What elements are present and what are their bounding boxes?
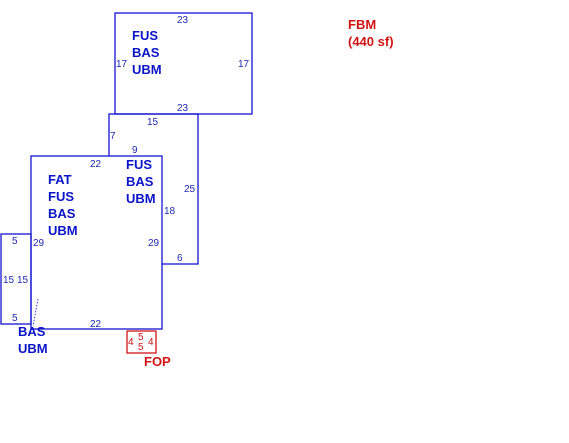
main-section-dim-bottom: 22 — [90, 319, 102, 330]
middle-section-label-3: UBM — [126, 191, 156, 206]
left-section-outline — [0, 233, 32, 325]
middle-section-dim-right: 25 — [184, 184, 196, 195]
porch-dim-right: 4 — [148, 337, 154, 348]
left-section-dim-bottom: 5 — [12, 313, 18, 324]
top-section-label-2: BAS — [132, 45, 160, 60]
middle-section-label-2: BAS — [126, 174, 154, 189]
porch-dim-left: 4 — [128, 337, 134, 348]
middle-section-dim-inner-top: 9 — [132, 145, 138, 156]
left-section-dim-top: 5 — [12, 236, 18, 247]
left-section-dim-left: 15 — [3, 275, 15, 286]
main-section-label-2: FUS — [48, 189, 74, 204]
top-section-label-1: FUS — [132, 28, 158, 43]
porch-dim-bottom: 5 — [138, 342, 144, 353]
middle-section-dim-inner-left: 18 — [164, 206, 176, 217]
middle-section-dim-bottom-right: 6 — [177, 253, 183, 264]
left-section-label-2: UBM — [18, 341, 48, 356]
top-section-dim-bottom: 23 — [177, 103, 189, 114]
middle-section-label-1: FUS — [126, 157, 152, 172]
main-section-label-3: BAS — [48, 206, 76, 221]
main-section-dim-left: 29 — [33, 238, 45, 249]
summary-code: FBM — [348, 17, 376, 32]
top-section-dim-top: 23 — [177, 15, 189, 26]
porch-label: FOP — [144, 354, 171, 369]
middle-section-dim-left: 7 — [110, 131, 116, 142]
porch-outline — [126, 330, 157, 354]
top-section-label-3: UBM — [132, 62, 162, 77]
main-section-dim-top: 22 — [90, 159, 102, 170]
porch-dim-top: 5 — [138, 332, 144, 343]
top-section-dim-right: 17 — [238, 59, 250, 70]
left-section-dim-right: 15 — [17, 275, 29, 286]
main-section-dim-right: 29 — [148, 238, 160, 249]
top-section-dim-left: 17 — [116, 59, 128, 70]
middle-section-dim-top: 15 — [147, 117, 159, 128]
main-section-label-4: UBM — [48, 223, 78, 238]
summary-area: (440 sf) — [348, 34, 394, 49]
main-section-outline — [30, 155, 163, 330]
left-section-label-1: BAS — [18, 324, 46, 339]
main-section-label-1: FAT — [48, 172, 72, 187]
